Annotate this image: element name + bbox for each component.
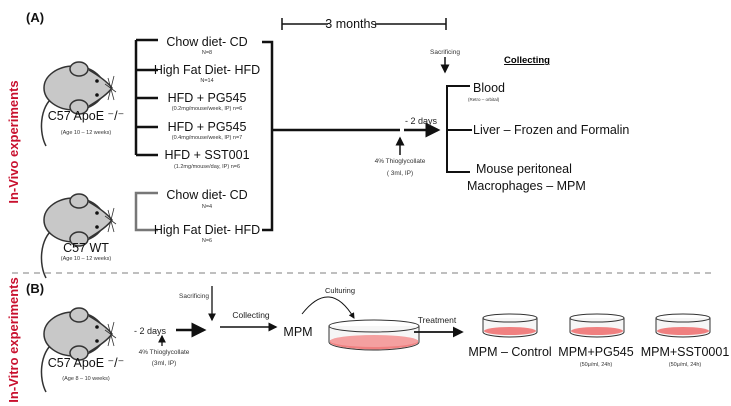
thio-dose: ( 3ml, IP): [387, 170, 413, 177]
days-label: - 2 days: [405, 116, 438, 126]
wt-mouse-name: C57 WT: [63, 241, 109, 255]
treatment-name: MPM – Control: [468, 345, 551, 359]
b-thio-dose: (3ml, IP): [152, 360, 177, 367]
samples-bracket: [446, 85, 472, 173]
culturing-arrow: [301, 296, 355, 319]
panel-b-label: (B): [26, 281, 44, 296]
in-vitro-side-label: In-Vitro experiments: [6, 277, 21, 402]
group-detail: (0.4mg/mouse/week, IP) n=7: [172, 135, 242, 141]
treatment-detail: (50μ/ml, 24h): [669, 362, 702, 368]
sample-mpm-line2: Macrophages – MPM: [467, 179, 586, 193]
duration-label: 3 months: [325, 17, 376, 31]
b-collecting-label: Collecting: [232, 310, 270, 320]
wt-group-detail: N=4: [202, 204, 212, 210]
group-detail: (1.2mg/mouse/day, IP) n=6: [174, 164, 240, 170]
apoe-groups: Chow diet- CD N=8 High Fat Diet- HFD N=1…: [154, 35, 260, 170]
group-name: HFD + SST001: [164, 148, 249, 162]
culture-dish-icon: [328, 319, 420, 351]
thio-label: 4% Thioglycollate: [375, 158, 426, 165]
sacrificing-label: Sacrificing: [430, 49, 460, 56]
group-name: High Fat Diet- HFD: [154, 63, 260, 77]
sample-blood-detail: (Retro – orbital): [468, 97, 500, 102]
wt-group-name: High Fat Diet- HFD: [154, 223, 260, 237]
collecting-heading: Collecting: [504, 55, 550, 66]
group-detail: N=8: [202, 50, 212, 56]
sample-liver: Liver – Frozen and Formalin: [473, 123, 629, 137]
treatment-name: MPM+PG545: [558, 345, 633, 359]
group-name: Chow diet- CD: [166, 35, 247, 49]
sample-mpm-line1: Mouse peritoneal: [476, 162, 572, 176]
wt-group-detail: N=6: [202, 238, 212, 244]
apoe-groups-bracket: [134, 38, 158, 157]
wt-groups-bracket: [134, 191, 158, 232]
culturing-label: Culturing: [325, 286, 355, 295]
group-name: HFD + PG545: [168, 120, 247, 134]
apoe-mouse-b-name: C57 ApoE ⁻/⁻: [48, 356, 124, 370]
duration-bar: [281, 18, 447, 30]
b-mpm-label: MPM: [283, 325, 312, 339]
apoe-mouse-name: C57 ApoE ⁻/⁻: [48, 109, 124, 123]
wt-mouse-icon: [40, 193, 117, 279]
sample-blood: Blood: [473, 81, 505, 95]
b-thio-label: 4% Thioglycollate: [139, 349, 190, 356]
b-days-label: - 2 days: [134, 326, 167, 336]
wt-mouse-age: (Age 10 – 12 weeks): [61, 256, 112, 262]
in-vivo-side-label: In-Vivo experiments: [6, 80, 21, 203]
panel-a-label: (A): [26, 10, 44, 25]
treatment-dish-sst0001-icon: [655, 313, 711, 338]
group-detail: N=14: [200, 78, 213, 84]
b-sacrificing-label: Sacrificing: [179, 293, 209, 300]
wt-group-name: Chow diet- CD: [166, 188, 247, 202]
treatment-name: MPM+SST0001: [641, 345, 730, 359]
apoe-mouse-age: (Age 10 – 12 weeks): [61, 130, 112, 136]
group-detail: (0.2mg/mouse/week, IP) n=6: [172, 106, 242, 112]
treatment-dish-pg545-icon: [569, 313, 625, 338]
treatment-detail: (50μ/ml, 24h): [580, 362, 613, 368]
group-name: HFD + PG545: [168, 91, 247, 105]
treatment-dish-control-icon: [482, 313, 538, 338]
apoe-mouse-b-age: (Age 8 – 10 weeks): [62, 376, 110, 382]
merge-bracket: [262, 40, 400, 232]
treatment-label: Treatment: [418, 315, 457, 325]
